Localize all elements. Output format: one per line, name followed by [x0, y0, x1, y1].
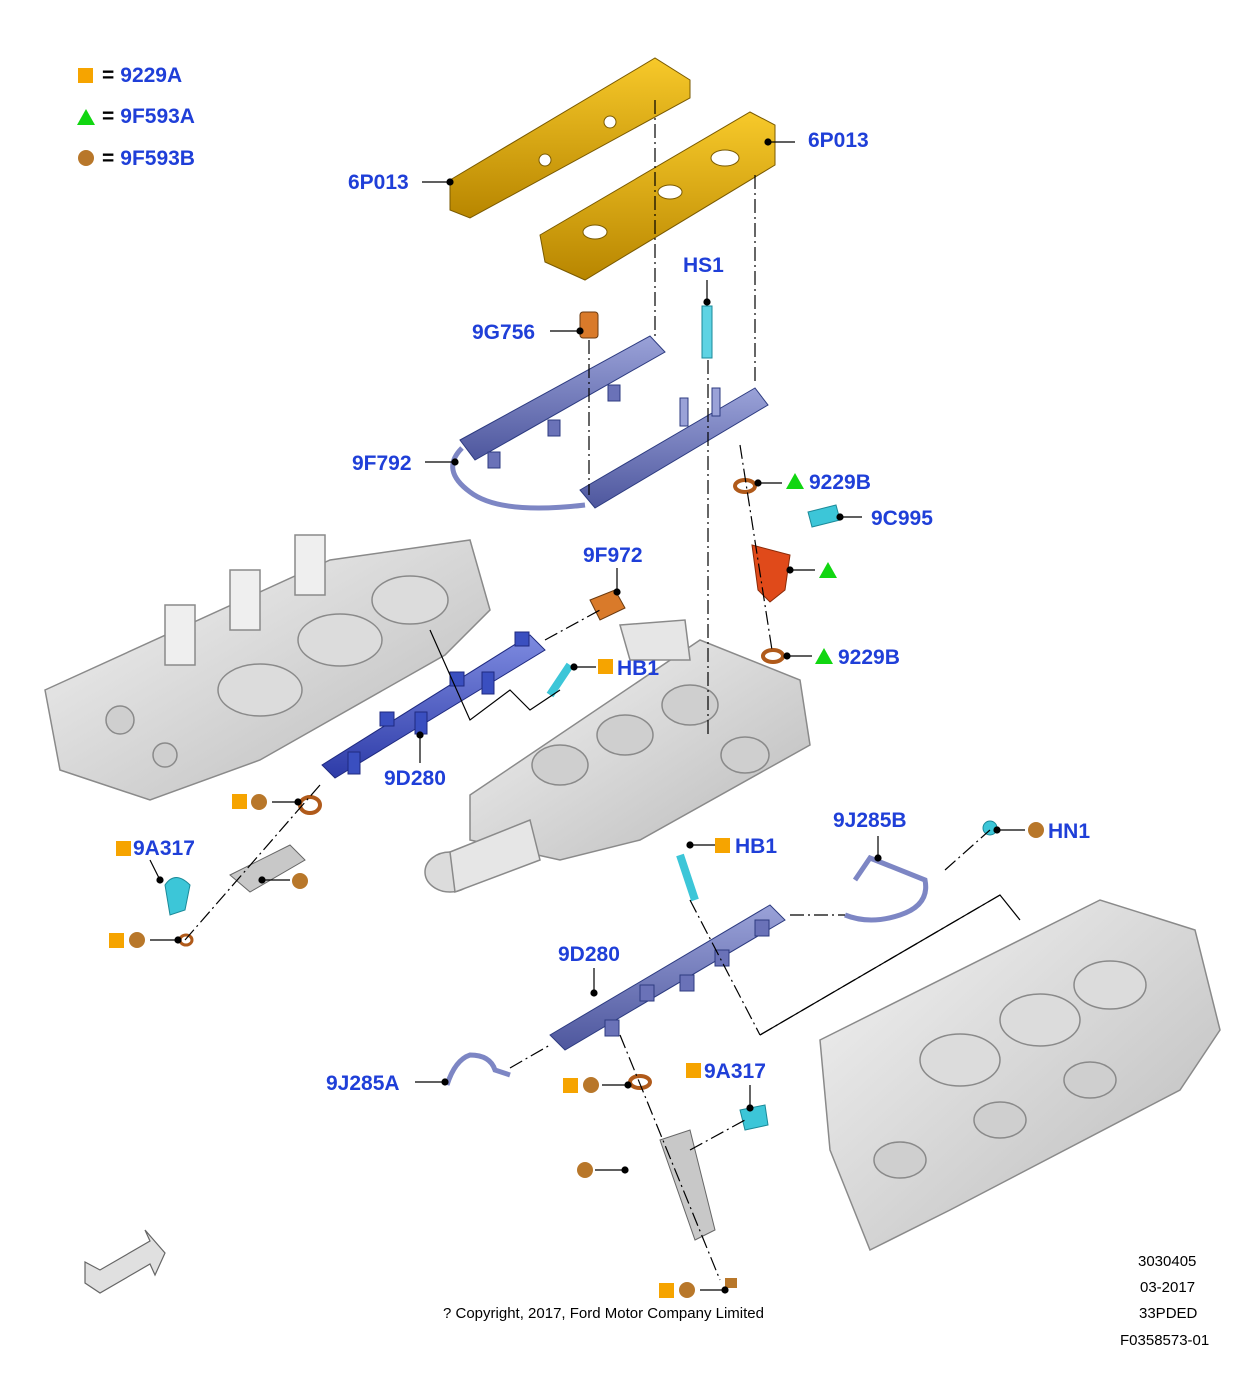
fuel-rail-lower-shape [549, 904, 786, 1051]
clip-upper-shape [807, 504, 841, 528]
fuel-rail-cover-right-shape [539, 111, 776, 281]
circle-icon [292, 873, 308, 889]
callout-cover-left: 6P013 [348, 171, 409, 194]
oring-lower-left-shape [628, 1074, 652, 1090]
square-icon [232, 794, 247, 809]
injector-lower-shape [659, 1129, 716, 1241]
square-icon [659, 1283, 674, 1298]
callout-nut-hn1: HN1 [1048, 820, 1091, 843]
triangle-legend-icon [77, 109, 95, 125]
fuel-line-right-shape [844, 854, 929, 923]
sensor-9g756-shape [579, 311, 599, 339]
legend-part: 9F593B [120, 147, 195, 170]
injector-upper-shape [751, 544, 791, 603]
fuel-rail-left-shape [321, 631, 546, 779]
callout-line-right: 9J285B [833, 809, 907, 832]
figure-id: F0358573-01 [1120, 1332, 1210, 1349]
legend-item-triangle: =9F593A [102, 106, 195, 127]
callout-pressure-sensor: 9F972 [583, 544, 643, 567]
callout-oring-upper: 9229B [809, 471, 871, 494]
callout-cover-right: 6P013 [808, 129, 869, 152]
injector-left-shape [229, 844, 306, 893]
circle-icon [679, 1282, 695, 1298]
doc-code: 33PDED [1139, 1305, 1198, 1322]
square-icon [715, 838, 730, 853]
square-legend-icon [78, 68, 93, 83]
fuel-line-left-shape [444, 1052, 511, 1086]
bolt-hb1-upper-shape [546, 662, 574, 698]
legend-equals: = [102, 64, 115, 87]
callout-bolt-hb1-upper: HB1 [617, 657, 660, 680]
circle-icon [583, 1077, 599, 1093]
doc-date: 03-2017 [1140, 1279, 1196, 1296]
callout-clip-left: 9A317 [133, 837, 195, 860]
front-direction-arrow-icon [84, 1229, 166, 1294]
square-icon [598, 659, 613, 674]
bolt-hb1-lower-shape [676, 853, 699, 902]
circle-icon [251, 794, 267, 810]
circle-legend-icon [78, 150, 94, 166]
legend-equals: = [102, 147, 115, 170]
callout-fuel-rail-left: 9D280 [384, 767, 446, 790]
bolt-hs1-shape [701, 305, 713, 359]
clip-lower-shape [739, 1104, 769, 1131]
callout-sensor: 9G756 [472, 321, 536, 344]
callout-line-left: 9J285A [326, 1072, 400, 1095]
legend-part: 9F593A [120, 105, 195, 128]
oring-lower-shape [761, 648, 785, 664]
head-line [759, 894, 1021, 1036]
zigzag-line [429, 629, 561, 721]
circle-icon [1028, 822, 1044, 838]
cylinder-head-left [44, 534, 491, 801]
callout-bolt-hb1-lower: HB1 [735, 835, 778, 858]
fuel-rail-cover-left-shape [449, 57, 691, 219]
legend-item-circle: =9F593B [102, 148, 195, 169]
oring-upper-shape [733, 478, 757, 494]
circle-icon [129, 932, 145, 948]
triangle-icon [786, 473, 804, 489]
leader-lines [149, 138, 1025, 1294]
legend-item-square: =9229A [102, 65, 182, 86]
square-icon [563, 1078, 578, 1093]
clip-left-shape [164, 877, 191, 916]
fuel-rail-upper-shape [459, 335, 769, 509]
square-icon [109, 933, 124, 948]
callout-bolt-hs1: HS1 [683, 254, 724, 277]
legend-part: 9229A [120, 64, 183, 87]
callout-fuel-rail-lower: 9D280 [558, 943, 620, 966]
callout-clip-lower: 9A317 [704, 1060, 766, 1083]
callout-oring-lower: 9229B [838, 646, 900, 669]
intake-manifold-center [424, 619, 811, 894]
square-icon [116, 841, 131, 856]
copyright-text: ? Copyright, 2017, Ford Motor Company Li… [443, 1305, 764, 1322]
seal-left-shape [178, 933, 194, 947]
callout-fuel-rail-upper: 9F792 [352, 452, 412, 475]
circle-icon [577, 1162, 593, 1178]
seal-lower-shape [725, 1278, 737, 1288]
cylinder-head-right [819, 899, 1221, 1252]
callout-clip-upper: 9C995 [871, 507, 933, 530]
triangle-icon [815, 648, 833, 664]
doc-number: 3030405 [1138, 1253, 1197, 1270]
legend-equals: = [102, 105, 115, 128]
square-icon [686, 1063, 701, 1078]
oring-left-upper-shape [298, 795, 322, 815]
triangle-icon [819, 562, 837, 578]
pressure-sensor-shape [589, 589, 626, 621]
